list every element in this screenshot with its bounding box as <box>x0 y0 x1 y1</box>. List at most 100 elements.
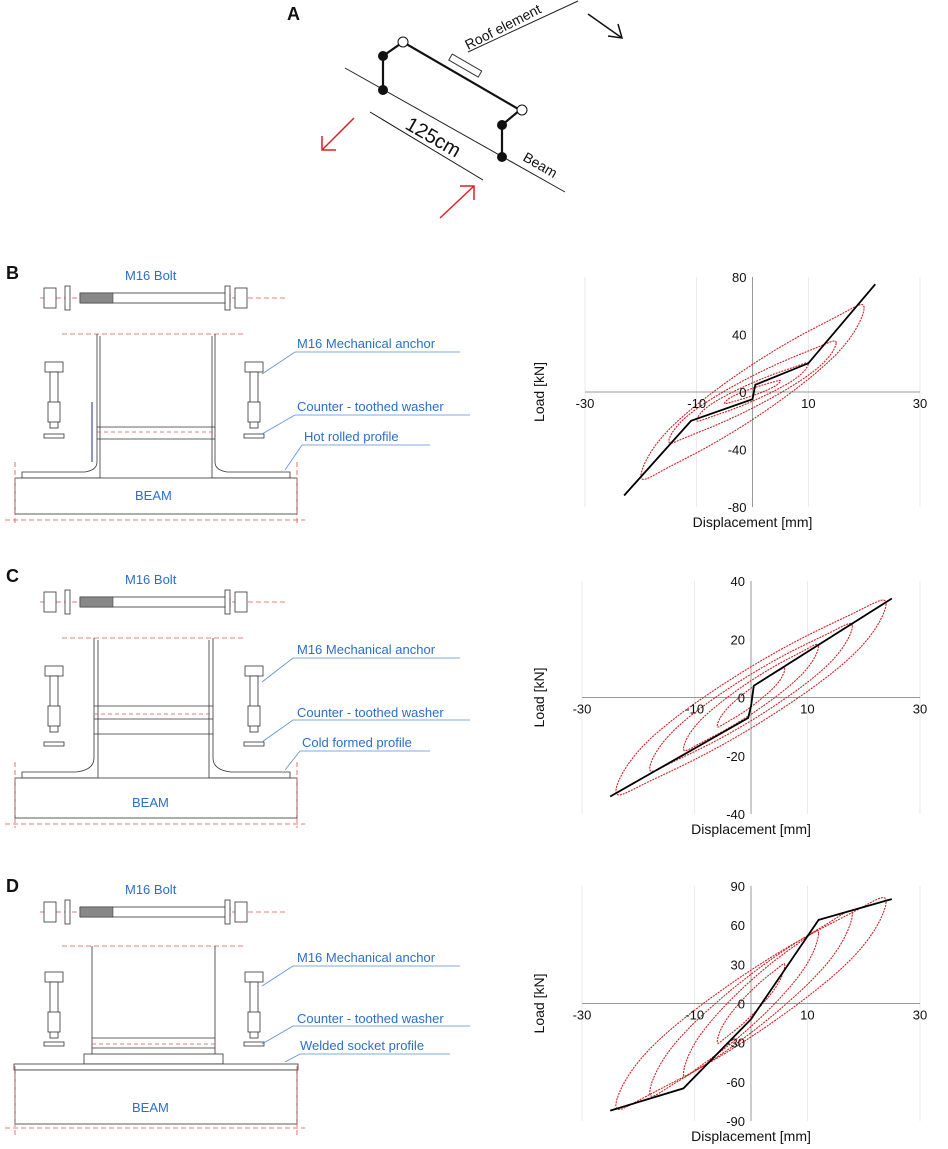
y-tick-label: -30 <box>726 1036 745 1051</box>
x-tick-label: -30 <box>576 396 595 411</box>
beam-block <box>14 777 298 819</box>
hysteresis-loop <box>682 643 820 752</box>
anchor-label: M16 Mechanical anchor <box>297 950 436 965</box>
profile-label: Hot rolled profile <box>304 429 399 444</box>
y-tick-label: 0 <box>739 385 746 400</box>
hysteresis-loop <box>716 667 786 728</box>
panel-letter-c: C <box>6 566 19 586</box>
connection-drawing-b: M16 Bolt BEAM M16 Mechanical anchor <box>5 268 470 524</box>
beam-text: BEAM <box>132 795 169 810</box>
x-axis-label: Displacement [mm] <box>693 514 813 530</box>
hysteresis-loop <box>615 896 887 1111</box>
bolt-icon <box>40 589 285 615</box>
node-icon <box>378 51 388 61</box>
x-tick-label: 10 <box>800 702 814 717</box>
x-tick-label: -30 <box>573 702 592 717</box>
bolt-label: M16 Bolt <box>125 268 177 283</box>
y-axis-label: Load [kN] <box>531 668 547 728</box>
beam-label: Beam <box>521 149 561 181</box>
roof-element-label: Roof element <box>462 1 544 53</box>
panel-letter-a: A <box>287 4 300 24</box>
hysteresis-loop <box>615 599 887 796</box>
hysteresis-loop <box>724 379 781 405</box>
y-tick-label: 0 <box>738 691 745 706</box>
bolt-label: M16 Bolt <box>125 882 177 897</box>
washer-label: Counter - toothed washer <box>297 399 444 414</box>
y-axis-label: Load [kN] <box>531 362 547 422</box>
envelope-curve <box>623 283 876 497</box>
hysteresis-loop <box>640 303 865 481</box>
beam-block <box>14 477 298 515</box>
profile-outline <box>21 334 291 479</box>
dimension-label: 125cm <box>402 113 465 162</box>
beam-block <box>14 1069 298 1125</box>
envelope-curve <box>609 597 893 798</box>
y-tick-label: -80 <box>728 500 747 515</box>
leader-lines <box>261 657 470 771</box>
y-tick-label: 60 <box>731 918 745 933</box>
leader-lines <box>261 351 470 471</box>
anchor-icon <box>43 665 265 747</box>
envelope-curve <box>609 898 893 1112</box>
y-tick-label: -40 <box>728 443 747 458</box>
washer-label: Counter - toothed washer <box>297 1011 444 1026</box>
dimension-line <box>369 111 484 181</box>
y-tick-label: -20 <box>726 749 745 764</box>
y-tick-label: 80 <box>732 270 746 285</box>
hysteresis-loop <box>682 930 820 1077</box>
x-tick-label: 10 <box>800 1008 814 1023</box>
y-tick-label: 30 <box>731 957 745 972</box>
node-icon <box>497 152 507 162</box>
x-tick-label: -10 <box>687 396 706 411</box>
hysteresis-loop <box>668 340 837 444</box>
y-tick-label: -90 <box>726 1114 745 1129</box>
beam-text: BEAM <box>132 1100 169 1115</box>
hysteresis-loop <box>716 963 786 1044</box>
roof-element-bar <box>448 53 483 78</box>
y-tick-label: -60 <box>726 1075 745 1090</box>
x-axis-label: Displacement [mm] <box>691 1128 811 1144</box>
x-axis-label: Displacement [mm] <box>691 821 811 837</box>
arrow-red-right-icon <box>439 185 475 219</box>
beam-guide-line <box>344 67 566 193</box>
hysteresis-loop <box>696 362 809 422</box>
x-tick-label: -10 <box>685 1008 704 1023</box>
washer-label: Counter - toothed washer <box>297 705 444 720</box>
leader-lines <box>261 965 470 1063</box>
bolt-icon <box>40 899 285 925</box>
anchor-icon <box>43 361 265 439</box>
y-tick-label: 0 <box>738 997 745 1012</box>
x-tick-label: 30 <box>913 1008 927 1023</box>
arrow-black-icon <box>587 13 624 39</box>
roof-schematic: 125cm Roof element Beam <box>321 0 624 219</box>
bolt-label: M16 Bolt <box>125 572 177 587</box>
y-tick-label: -40 <box>726 807 745 822</box>
profile-outline <box>13 946 299 1071</box>
arrow-red-left-icon <box>321 117 355 151</box>
profile-label: Welded socket profile <box>300 1038 424 1053</box>
anchor-label: M16 Mechanical anchor <box>297 642 436 657</box>
anchor-label: M16 Mechanical anchor <box>297 336 436 351</box>
x-tick-label: -30 <box>573 1008 592 1023</box>
connection-drawing-c: M16 Bolt BEAM M16 Mechanical anchor <box>5 572 470 828</box>
y-tick-label: 20 <box>731 632 745 647</box>
x-tick-label: -10 <box>685 702 704 717</box>
y-tick-label: 40 <box>732 328 746 343</box>
x-tick-label: 10 <box>801 396 815 411</box>
bolt-icon <box>40 285 285 311</box>
panel-letter-b: B <box>6 263 19 283</box>
x-tick-label: 30 <box>913 702 927 717</box>
connection-drawing-d: M16 Bolt BEAM M16 Mechanical anc <box>5 882 470 1138</box>
anchor-icon <box>43 971 265 1047</box>
panel-letter-d: D <box>6 876 19 896</box>
hinge-icon <box>516 104 528 116</box>
x-tick-label: 30 <box>913 396 927 411</box>
hinge-icon <box>397 36 409 48</box>
hysteresis-loop <box>649 622 853 773</box>
beam-text: BEAM <box>135 488 172 503</box>
profile-outline <box>21 638 291 779</box>
node-icon <box>378 85 388 95</box>
